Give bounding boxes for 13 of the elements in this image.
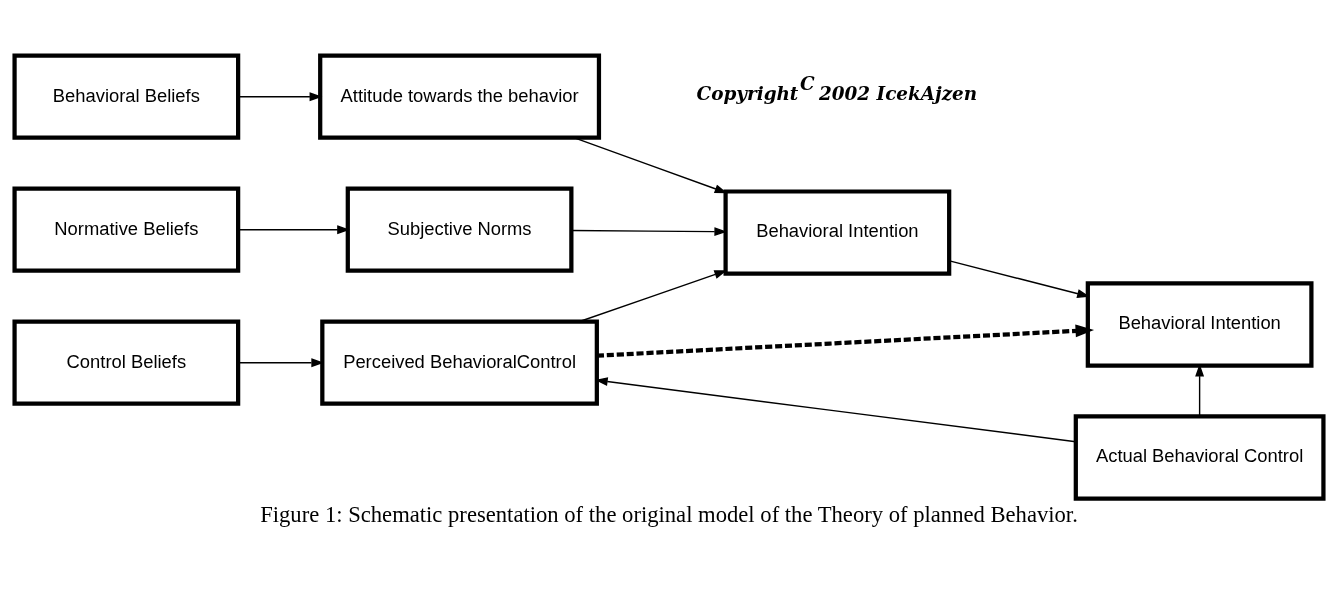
node-box: Attitude towards the behavior [318,53,602,140]
node-box: Subjective Norms [345,186,574,273]
node-box: Behavioral Intention [1085,281,1314,368]
node-box: Behavioral Intention [723,189,952,276]
arrow [596,324,1094,358]
arrow [237,92,323,102]
arrow [237,225,350,235]
node-box: Behavioral Beliefs [12,53,241,140]
node-box: Normative Beliefs [12,186,241,273]
caption: Figure 1: Schematic presentation of the original model of the Theory of planned Behavior. [260,502,1078,528]
node-box: Control Beliefs [12,319,241,406]
node-box: Actual Behavioral Control [1073,414,1326,501]
node-box: Perceived BehavioralControl [320,319,599,406]
